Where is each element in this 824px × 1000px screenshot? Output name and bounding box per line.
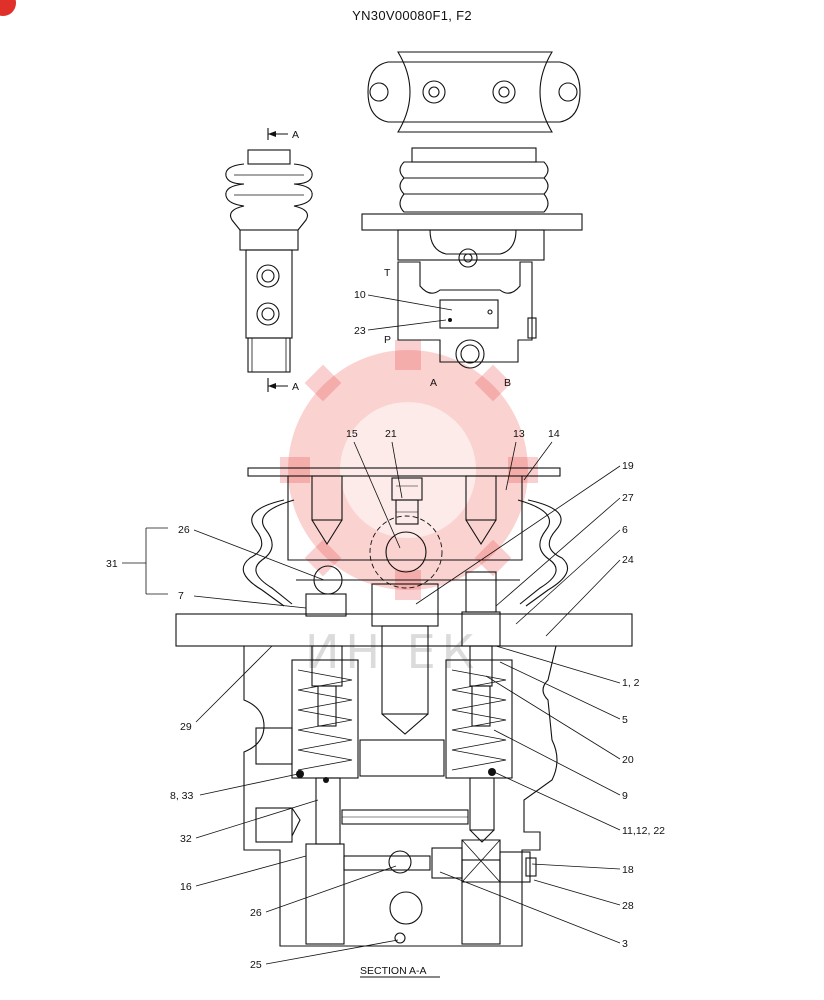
section-arrow-top-label: A [292, 129, 299, 141]
diagram-title: YN30V00080F1, F2 [352, 8, 472, 23]
part-label-25: 25 [250, 959, 262, 971]
part-label-6: 6 [622, 524, 628, 536]
top-plate-view [367, 51, 581, 133]
part-labels: 15 21 13 14 19 27 6 24 26 31 7 1, 2 5 29… [106, 428, 665, 971]
part-label-31: 31 [106, 558, 118, 570]
part-label-28: 28 [622, 900, 634, 912]
part-label-15: 15 [346, 428, 358, 440]
part-label-9: 9 [622, 790, 628, 802]
part-label-16: 16 [180, 881, 192, 893]
part-label-8-33: 8, 33 [170, 790, 194, 802]
part-label-19: 19 [622, 460, 634, 472]
part-label-11-12-22: 11,12, 22 [622, 825, 665, 837]
watermark-text: ИН ЕК [305, 625, 480, 679]
part-label-32: 32 [180, 833, 192, 845]
part-label-10: 10 [354, 289, 366, 301]
watermark-gear-icon [280, 340, 538, 600]
part-label-24: 24 [622, 554, 634, 566]
part-label-13: 13 [513, 428, 525, 440]
port-a-label: A [430, 377, 437, 389]
part-label-26-bottom: 26 [250, 907, 262, 919]
part-label-14: 14 [548, 428, 560, 440]
part-label-29: 29 [180, 721, 192, 733]
section-view [175, 467, 633, 947]
part-label-23: 23 [354, 325, 366, 337]
side-view: A A [225, 128, 313, 393]
section-title: SECTION A-A [360, 965, 427, 977]
port-b-label: B [504, 377, 511, 389]
part-label-27: 27 [622, 492, 634, 504]
part-label-7: 7 [178, 590, 184, 602]
port-t-label: T [384, 267, 391, 279]
part-label-21: 21 [385, 428, 397, 440]
part-label-18: 18 [622, 864, 634, 876]
port-p-label: P [384, 334, 391, 346]
part-label-20: 20 [622, 754, 634, 766]
brand-logo-corner [0, 0, 16, 16]
part-label-26-top: 26 [178, 524, 190, 536]
front-view: T P A B 10 23 [354, 147, 583, 389]
part-label-1-2: 1, 2 [622, 677, 640, 689]
part-label-5: 5 [622, 714, 628, 726]
part-label-3: 3 [622, 938, 628, 950]
section-arrow-bottom-label: A [292, 381, 299, 393]
